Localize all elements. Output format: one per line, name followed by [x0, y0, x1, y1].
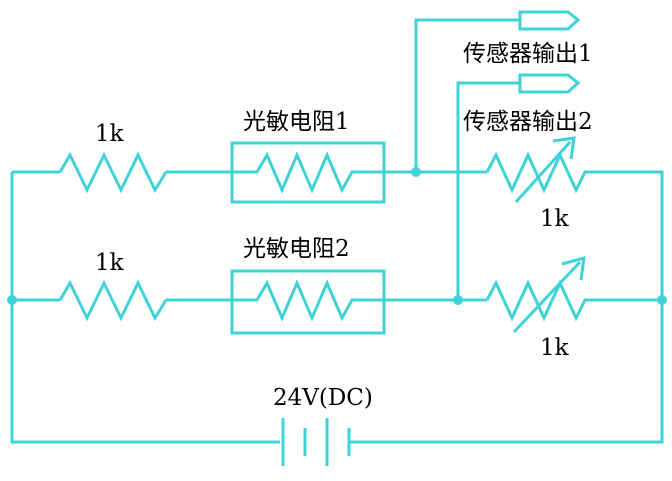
- pot-bottom-arrow-line: [512, 260, 582, 334]
- output-2-wire: [456, 81, 520, 300]
- photoresistor-1-label: 光敏电阻1: [243, 109, 350, 135]
- photoresistor-2-zigzag: [232, 279, 384, 322]
- junction-dot-left: [7, 295, 17, 305]
- right-rail-wire: [349, 170, 664, 444]
- output-1-connector: [518, 10, 581, 31]
- photoresistor-2-box: [230, 269, 386, 335]
- pot-bottom-zigzag: [485, 279, 596, 322]
- resistor-1k-top: [58, 151, 168, 194]
- potentiometer-top: [485, 136, 596, 204]
- photoresistor-1-zigzag: [232, 151, 384, 194]
- resistor-bottom-label: 1k: [95, 250, 125, 276]
- pot-top-arrow-head: [552, 136, 576, 160]
- pot-bottom-arrow-head: [561, 255, 586, 281]
- photoresistor-2-label: 光敏电阻2: [243, 236, 350, 262]
- photoresistor-1: [230, 141, 386, 204]
- potentiometer-bottom-label: 1k: [540, 335, 570, 361]
- dc-source-label: 24V(DC): [273, 385, 373, 411]
- photoresistor-2: [230, 269, 386, 335]
- potentiometer-bottom: [485, 255, 596, 334]
- potentiometer-top-label: 1k: [540, 206, 570, 232]
- junction-dot-output-1: [411, 167, 421, 177]
- output-2-connector: [518, 73, 581, 94]
- resistor-1k-bottom: [58, 279, 168, 322]
- dc-source: [281, 418, 351, 466]
- junction-dot-output-2: [453, 295, 463, 305]
- resistor-top-label: 1k: [95, 121, 125, 147]
- sensor-output-1-label: 传感器输出1: [463, 41, 593, 67]
- pot-top-arrow-line: [514, 140, 572, 204]
- output-1-wire: [414, 18, 520, 172]
- sensor-output-2-label: 传感器输出2: [463, 109, 593, 135]
- junction-dot-right: [657, 295, 667, 305]
- pot-top-zigzag: [485, 151, 596, 194]
- left-rail-wire: [10, 172, 280, 444]
